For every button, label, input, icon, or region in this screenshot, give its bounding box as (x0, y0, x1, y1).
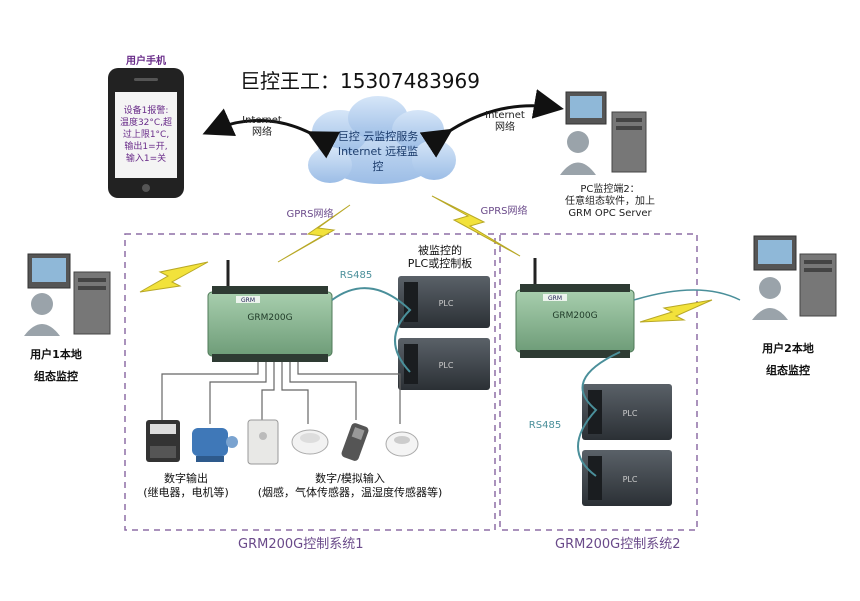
header-contact: 巨控王工：15307483969 (240, 69, 480, 93)
plc-label-line-1: 被监控的 (418, 243, 462, 257)
grm-module-2 (515, 258, 635, 358)
rs485-label-top: RS485 (340, 270, 372, 281)
pc2-line-3: GRM OPC Server (568, 208, 652, 219)
plc-label-line-2: PLC或控制板 (408, 256, 472, 270)
gprs-right-label: GPRS网络 (480, 204, 527, 217)
plc-unit-1a-text: PLC (439, 299, 454, 308)
lightning-bolt-user2 (639, 299, 713, 323)
grm-module-1-model: GRM200G (247, 313, 292, 323)
rs485-cable-2 (577, 351, 621, 477)
phone-line-2: 温度32°C,超 (120, 116, 172, 128)
phone-line-5: 输入1=关 (126, 152, 166, 164)
motor-device-icon (192, 428, 238, 462)
rs485-label-bottom: RS485 (529, 420, 561, 431)
system1-label: GRM200G控制系统1 (238, 537, 363, 552)
cloud-line-3: 控 (373, 159, 384, 173)
digital-input-line-2: (烟感，气体传感器，温湿度传感器等) (258, 485, 443, 499)
pc2-line-2: 任意组态软件，加上 (565, 194, 655, 207)
internet-right-line-2: 网络 (495, 120, 515, 133)
user1-line-1: 用户1本地 (30, 347, 82, 361)
grm-module-2-logo: GRM (548, 295, 562, 302)
plc-unit-1b (398, 338, 490, 390)
gas-detector-device-icon (385, 431, 419, 457)
grm-module-2-model: GRM200G (552, 311, 597, 321)
smoke-detector-device-icon (291, 429, 329, 455)
user1-workstation-icon (24, 253, 111, 336)
phone-title: 用户手机 (125, 54, 166, 67)
internet-right-line-1: Internet (485, 110, 525, 121)
gprs-left-label: GPRS网络 (286, 207, 333, 220)
probe-sensor-device-icon (341, 423, 369, 461)
relay-device-icon (146, 420, 180, 462)
plc-unit-2a-text: PLC (623, 409, 638, 418)
lightning-bolt-cloud-right (431, 195, 521, 257)
user2-line-1: 用户2本地 (762, 341, 814, 355)
internet-left-line-2: 网络 (252, 125, 272, 138)
user1-line-2: 组态监控 (34, 369, 78, 383)
digital-input-line-1: 数字/模拟输入 (315, 471, 385, 485)
grm-module-1-logo: GRM (241, 297, 255, 304)
internet-arrow-left (202, 108, 341, 159)
plc-unit-1b-text: PLC (439, 361, 454, 370)
cloud-line-2: Internet 远程监 (338, 145, 418, 158)
pc2-line-1: PC监控端2： (580, 182, 639, 195)
digital-output-line-2: (继电器，电机等) (143, 485, 229, 499)
sensor-box-device-icon (247, 419, 279, 465)
user2-cable (633, 289, 741, 301)
grm-module-1 (207, 260, 333, 362)
phone-line-3: 过上限1°C, (123, 128, 169, 140)
phone-line-1: 设备1报警: (124, 104, 169, 116)
phone-line-4: 输出1=开, (124, 140, 167, 152)
plc-unit-2b-text: PLC (623, 475, 638, 484)
user2-line-2: 组态监控 (766, 363, 810, 377)
io-wiring (161, 362, 401, 424)
digital-output-line-1: 数字输出 (164, 471, 208, 485)
system1-box (124, 233, 496, 531)
lightning-bolt-left (277, 204, 351, 263)
phone-icon (108, 68, 184, 198)
rs485-cable-1 (331, 287, 412, 373)
user2-workstation-icon (752, 235, 837, 320)
internet-arrow-right (419, 89, 564, 158)
system2-label: GRM200G控制系统2 (555, 537, 680, 552)
plc-unit-1a (398, 276, 490, 328)
lightning-bolt-user1 (139, 261, 209, 293)
cloud-line-1: 巨控 云监控服务 (338, 129, 419, 143)
system2-box (499, 233, 698, 531)
pc2-workstation-icon (560, 91, 647, 175)
internet-left-line-1: Internet (242, 115, 282, 126)
plc-unit-2b (582, 450, 672, 506)
